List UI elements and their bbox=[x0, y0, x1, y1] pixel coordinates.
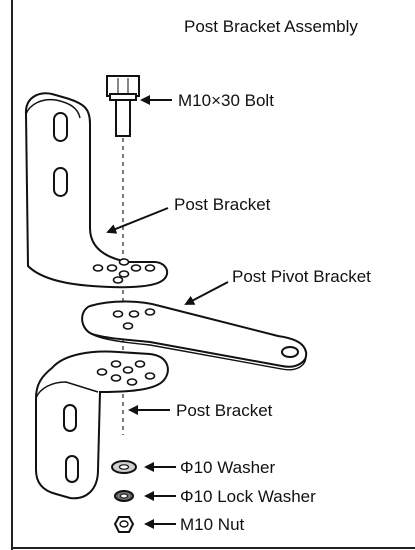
pivot-bracket-arrow bbox=[184, 281, 229, 305]
lower-bracket-label: Post Bracket bbox=[176, 401, 273, 420]
lock-washer-part bbox=[114, 490, 134, 502]
nut-part bbox=[113, 516, 135, 533]
washer-label: Φ10 Washer bbox=[180, 458, 275, 477]
upper-post-bracket bbox=[24, 92, 169, 289]
lock-washer-label: Φ10 Lock Washer bbox=[180, 487, 316, 506]
post-pivot-bracket bbox=[81, 300, 308, 371]
nut-label: M10 Nut bbox=[180, 515, 245, 534]
bolt-part bbox=[106, 75, 140, 137]
diagram-title: Post Bracket Assembly bbox=[184, 17, 358, 36]
pivot-bracket-label: Post Pivot Bracket bbox=[232, 267, 371, 286]
bolt-label: M10×30 Bolt bbox=[178, 91, 274, 110]
upper-bracket-label: Post Bracket bbox=[174, 195, 271, 214]
upper-bracket-arrow bbox=[106, 207, 169, 234]
washer-part bbox=[111, 460, 137, 474]
lower-post-bracket bbox=[35, 350, 169, 500]
